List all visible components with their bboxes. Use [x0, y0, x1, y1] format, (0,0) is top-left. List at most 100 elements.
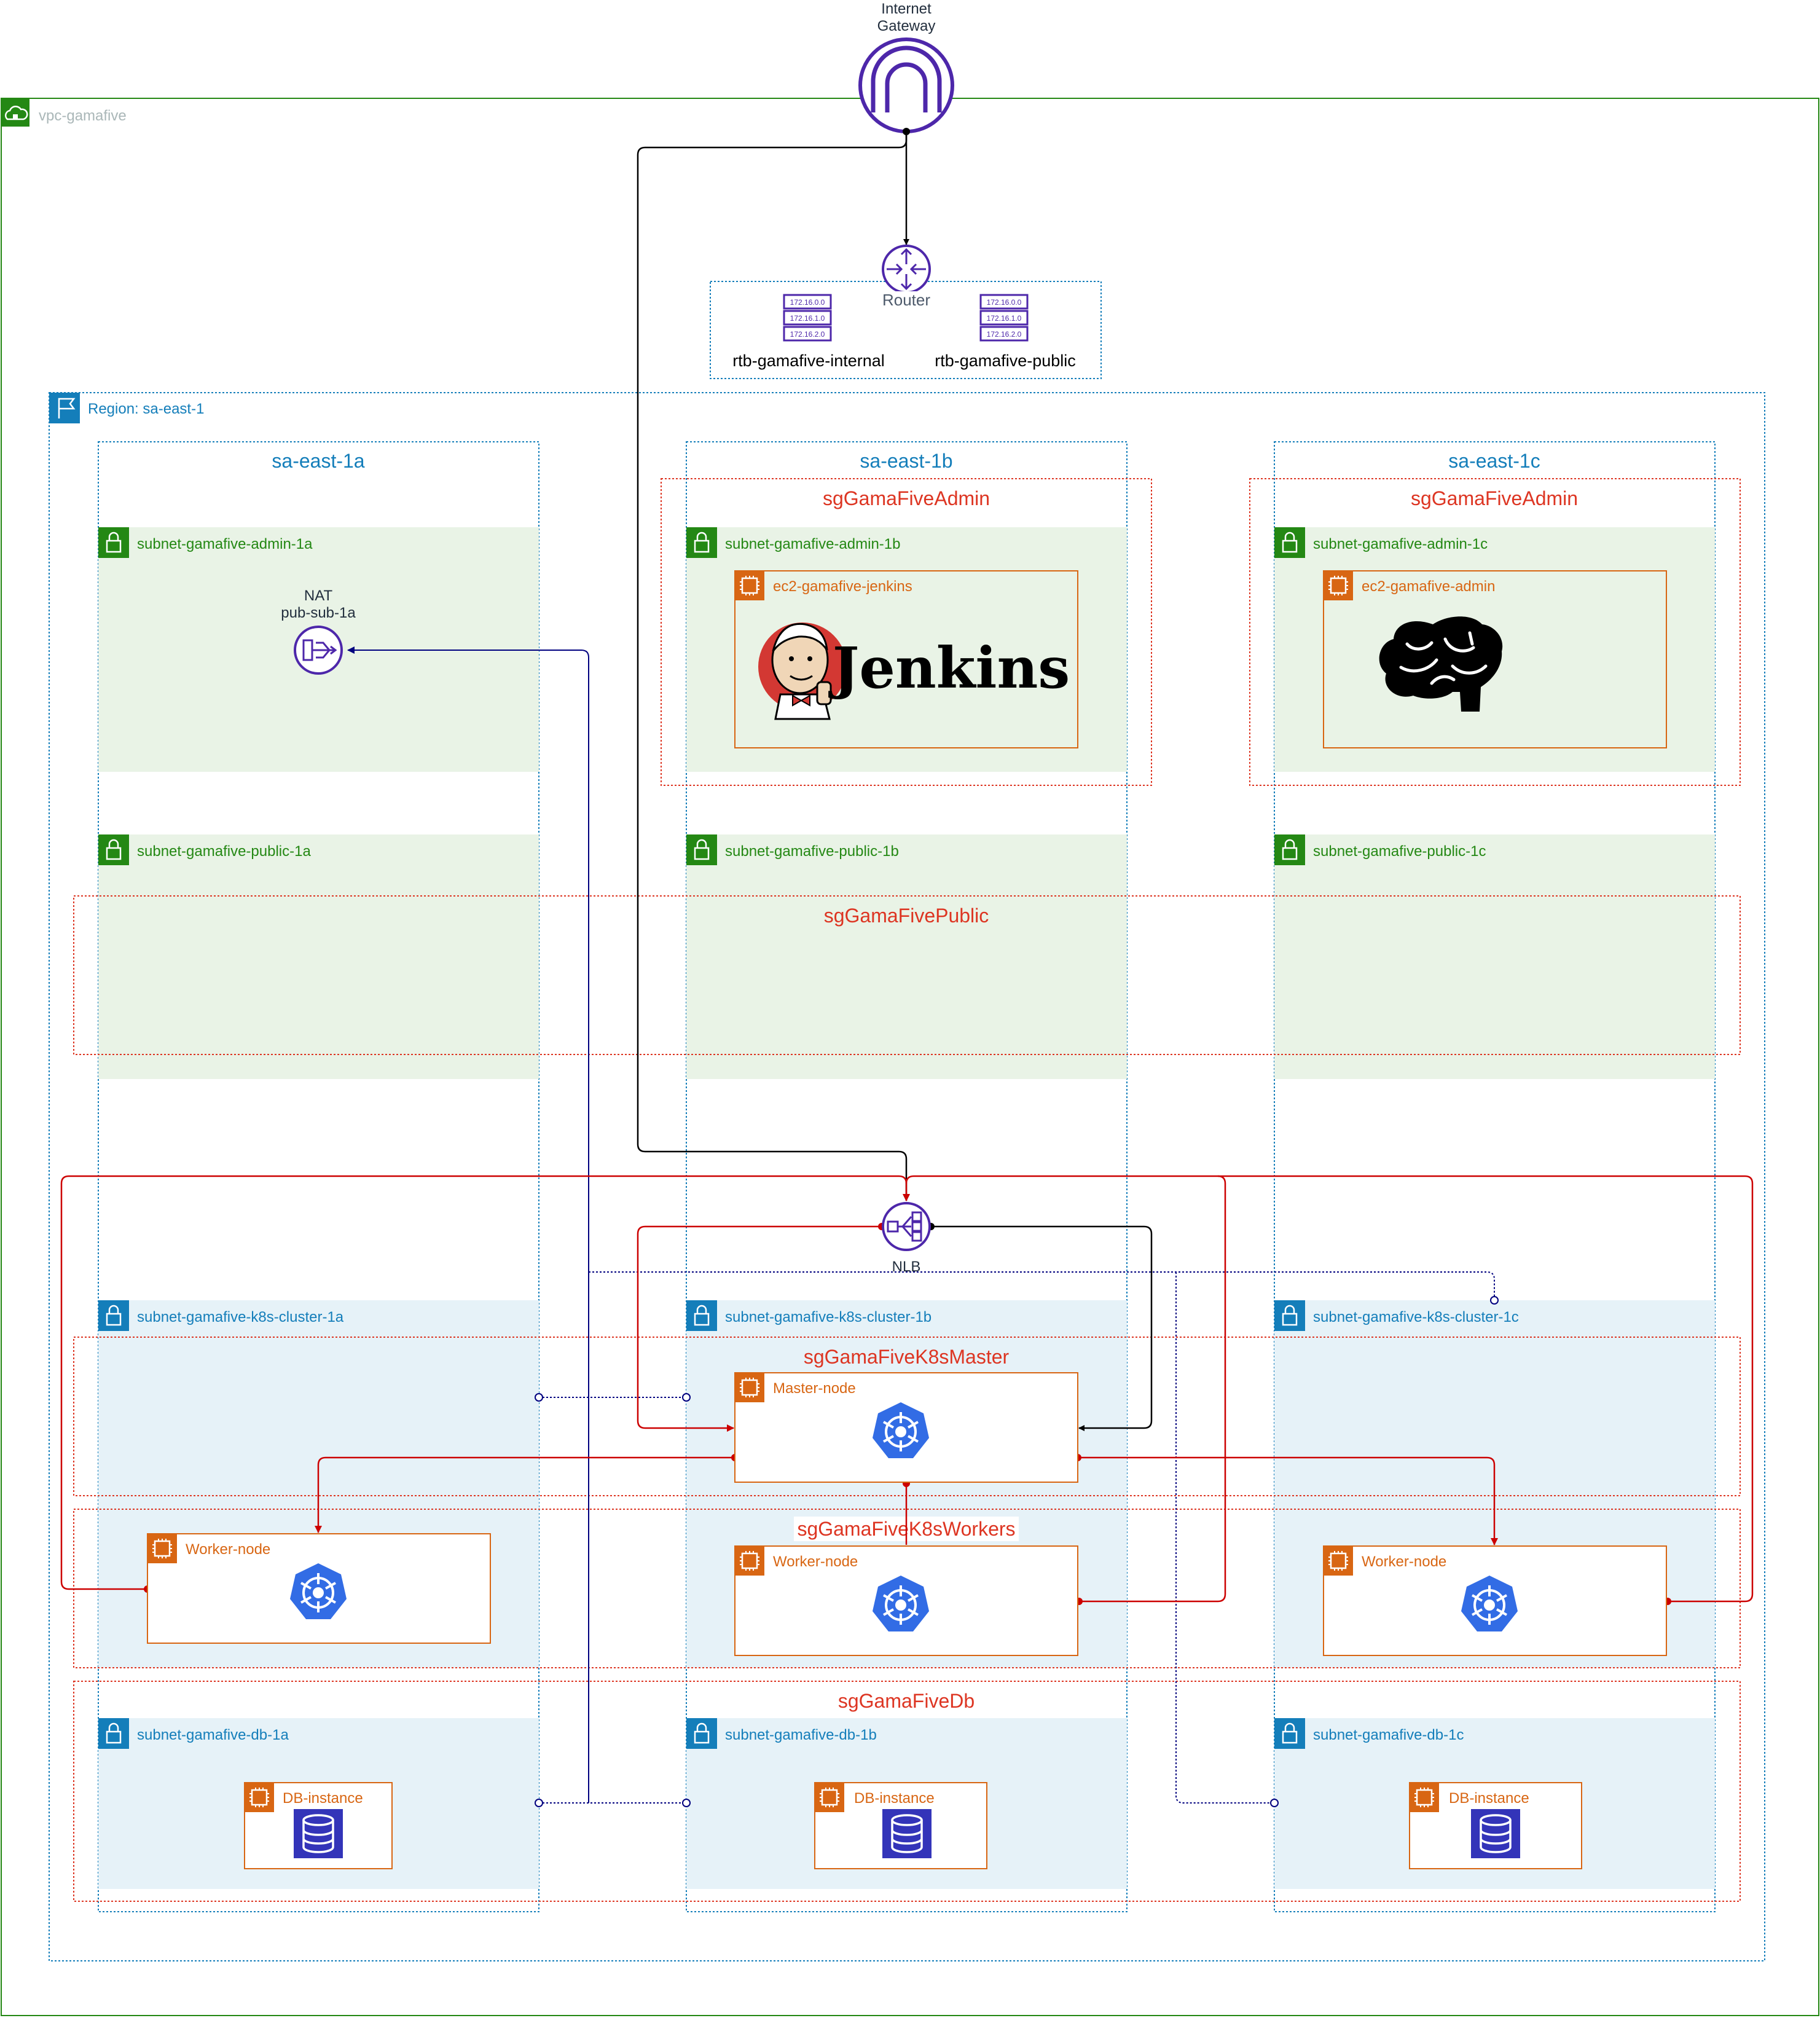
- route-table-entry: 172.16.2.0: [987, 330, 1022, 339]
- ec2-chip-icon: [735, 571, 764, 600]
- ec2-label: DB-instance: [283, 1790, 363, 1807]
- jenkins-butler-icon: [758, 622, 847, 720]
- ec2-label: Worker-node: [773, 1553, 858, 1570]
- igw-label-line2: Gateway: [877, 18, 936, 34]
- blue-lock-icon: [98, 1300, 129, 1331]
- subnet-public-1b: [686, 834, 1127, 1079]
- sg-label: sgGamaFiveAdmin: [1411, 487, 1578, 509]
- ec2-label: Worker-node: [186, 1541, 270, 1558]
- nlb-master-connector: [931, 1225, 1153, 1431]
- ec2-chip-icon: [1324, 1546, 1353, 1576]
- route-table-icon: 172.16.0.0 172.16.1.0 172.16.2.0: [783, 294, 832, 342]
- subnet-label: subnet-gamafive-admin-1a: [137, 536, 313, 552]
- subnet-label: subnet-gamafive-db-1b: [725, 1727, 877, 1743]
- region-flag-icon: [49, 393, 80, 423]
- ec2-label: Master-node: [773, 1380, 856, 1397]
- master-worker-connector: [1078, 1456, 1498, 1545]
- ec2-label: DB-instance: [854, 1790, 935, 1807]
- kubernetes-icon: [873, 1576, 929, 1631]
- blue-lock-icon: [1274, 1300, 1305, 1331]
- green-lock-icon: [686, 834, 717, 865]
- worker-nlb-connector: [905, 1175, 1226, 1603]
- sg-label: sgGamaFiveK8sMaster: [804, 1346, 1010, 1368]
- kubernetes-icon: [1461, 1576, 1518, 1631]
- blue-lock-icon: [686, 1718, 717, 1749]
- green-lock-icon: [686, 527, 717, 558]
- router-label: Router: [882, 291, 930, 309]
- ec2-chip-icon: [147, 1534, 177, 1563]
- router-icon[interactable]: [882, 245, 931, 294]
- blue-lock-icon: [686, 1300, 717, 1331]
- route-table-entry: 172.16.1.0: [790, 314, 825, 323]
- kubernetes-icon: [873, 1402, 929, 1458]
- igw-nlb-connector: [637, 132, 909, 1201]
- sg-db: [73, 1681, 1741, 1902]
- sg-admin-1c: [1249, 478, 1741, 786]
- subnet-label: subnet-gamafive-admin-1b: [725, 536, 900, 552]
- database-icon: [882, 1809, 932, 1858]
- internet-gateway-icon[interactable]: [858, 37, 954, 133]
- subnet-label: subnet-gamafive-public-1a: [137, 843, 311, 860]
- nat-label-line1: NAT: [304, 587, 333, 604]
- sg-label: sgGamaFiveDb: [838, 1690, 975, 1712]
- subnet-label: subnet-gamafive-db-1c: [1313, 1727, 1464, 1743]
- nat-label-line2: pub-sub-1a: [281, 605, 356, 621]
- region-container: [49, 392, 1765, 1961]
- ec2-chip-icon: [245, 1783, 274, 1812]
- route-table-entry: 172.16.0.0: [790, 298, 825, 307]
- ec2-chip-icon: [1410, 1783, 1439, 1812]
- ec2-chip-icon: [1324, 571, 1353, 600]
- database-icon: [1471, 1809, 1520, 1858]
- subnet-label: subnet-gamafive-k8s-cluster-1b: [725, 1309, 932, 1325]
- sg-label: sgGamaFiveAdmin: [823, 487, 990, 509]
- subnet-label: subnet-gamafive-public-1c: [1313, 843, 1486, 860]
- route-table-entry: 172.16.0.0: [987, 298, 1022, 307]
- sg-admin-1b: [661, 478, 1152, 786]
- igw-label-line1: Internet: [881, 1, 932, 17]
- nlb-master-red-connector: [637, 1225, 882, 1432]
- sg-label: sgGamaFivePublic: [824, 905, 989, 927]
- subnet-label: subnet-gamafive-admin-1c: [1313, 536, 1488, 552]
- ec2-chip-icon: [815, 1783, 844, 1812]
- sg-public: [73, 895, 1741, 1055]
- route-table-entry: 172.16.1.0: [987, 314, 1022, 323]
- ec2-label: ec2-gamafive-admin: [1362, 578, 1495, 595]
- subnet-public-1a: [98, 834, 539, 1079]
- route-table-entry: 172.16.2.0: [790, 330, 825, 339]
- route-table-label-internal: rtb-gamafive-internal: [732, 351, 885, 370]
- nat-gateway-icon[interactable]: [294, 626, 343, 675]
- master-worker-connector: [315, 1456, 735, 1533]
- blue-lock-icon: [98, 1718, 129, 1749]
- nlb-label: NLB: [892, 1258, 921, 1275]
- ec2-label: Worker-node: [1362, 1553, 1446, 1570]
- ec2-chip-icon: [735, 1373, 764, 1402]
- jenkins-logo-text: Jenkins: [828, 635, 1070, 701]
- worker-nlb-connector: [60, 1175, 910, 1590]
- az-label-1c: sa-east-1c: [1448, 450, 1540, 472]
- nlb-icon[interactable]: [882, 1202, 931, 1251]
- vpc-label: vpc-gamafive: [39, 108, 127, 124]
- route-table-icon: 172.16.0.0 172.16.1.0 172.16.2.0: [979, 294, 1029, 342]
- ec2-label: ec2-gamafive-jenkins: [773, 578, 912, 595]
- database-icon: [294, 1809, 343, 1858]
- az-label-1b: sa-east-1b: [860, 450, 952, 472]
- az-label-1a: sa-east-1a: [272, 450, 364, 472]
- subnet-label: subnet-gamafive-db-1a: [137, 1727, 289, 1743]
- green-lock-icon: [1274, 527, 1305, 558]
- brain-icon: [1379, 616, 1503, 712]
- route-table-label-public: rtb-gamafive-public: [935, 351, 1076, 370]
- ec2-chip-icon: [735, 1546, 764, 1576]
- subnet-label: subnet-gamafive-public-1b: [725, 843, 899, 860]
- worker-nlb-connector: [1218, 1175, 1754, 1603]
- ec2-label: DB-instance: [1449, 1790, 1529, 1807]
- region-label: Region: sa-east-1: [88, 401, 204, 417]
- subnet-public-1c: [1274, 834, 1715, 1079]
- green-lock-icon: [98, 527, 129, 558]
- subnet-label: subnet-gamafive-k8s-cluster-1c: [1313, 1309, 1519, 1325]
- green-lock-icon: [98, 834, 129, 865]
- green-lock-icon: [1274, 834, 1305, 865]
- kubernetes-icon: [290, 1563, 347, 1619]
- vpc-icon: [1, 98, 29, 127]
- subnet-label: subnet-gamafive-k8s-cluster-1a: [137, 1309, 344, 1325]
- blue-lock-icon: [1274, 1718, 1305, 1749]
